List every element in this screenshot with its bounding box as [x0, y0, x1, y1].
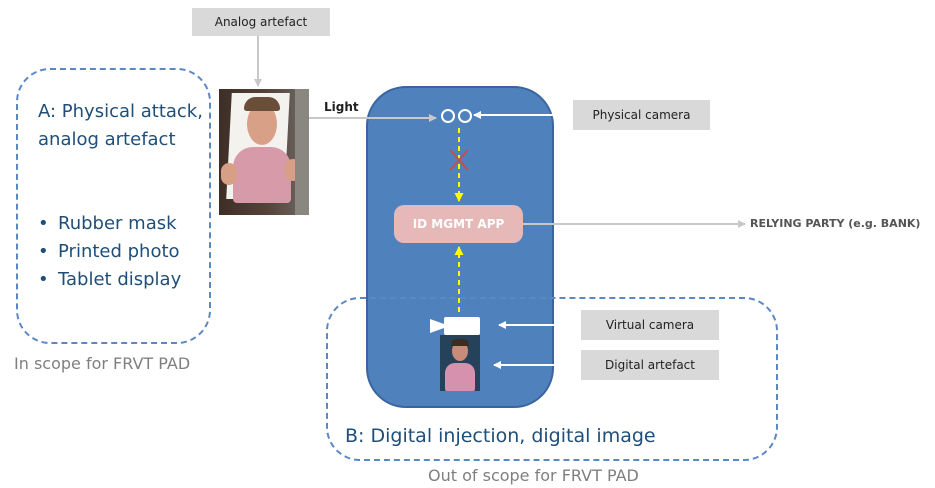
- list-item-rubber-mask: Rubber mask: [32, 210, 181, 238]
- list-item-tablet-display: Tablet display: [32, 266, 181, 294]
- list-item-printed-photo: Printed photo: [32, 238, 181, 266]
- printed-photo-image: [219, 89, 309, 215]
- physical-camera-lens-right: [458, 109, 472, 123]
- digital-photo-image: [440, 335, 480, 391]
- id-mgmt-app-box: ID MGMT APP: [394, 205, 523, 243]
- physical-camera-lens-left: [441, 109, 455, 123]
- box-b-scope-label: Out of scope for FRVT PAD: [428, 466, 639, 485]
- virtual-camera-label: Virtual camera: [581, 310, 719, 340]
- analog-artefact-label: Analog artefact: [192, 8, 330, 36]
- box-a-physical-attack: A: Physical attack, analog artefact Rubb…: [16, 68, 211, 344]
- box-b-digital-injection: [326, 297, 778, 461]
- box-b-title: B: Digital injection, digital image: [345, 425, 656, 447]
- box-a-item-list: Rubber mask Printed photo Tablet display: [32, 210, 181, 294]
- digital-artefact-label: Digital artefact: [581, 350, 719, 380]
- light-label: Light: [324, 100, 359, 114]
- relying-party-label: RELYING PARTY (e.g. BANK): [750, 217, 921, 230]
- video-camera-icon: [430, 317, 480, 335]
- box-a-title: A: Physical attack, analog artefact: [38, 101, 203, 150]
- physical-camera-label: Physical camera: [573, 100, 710, 130]
- box-a-scope-label: In scope for FRVT PAD: [14, 354, 191, 373]
